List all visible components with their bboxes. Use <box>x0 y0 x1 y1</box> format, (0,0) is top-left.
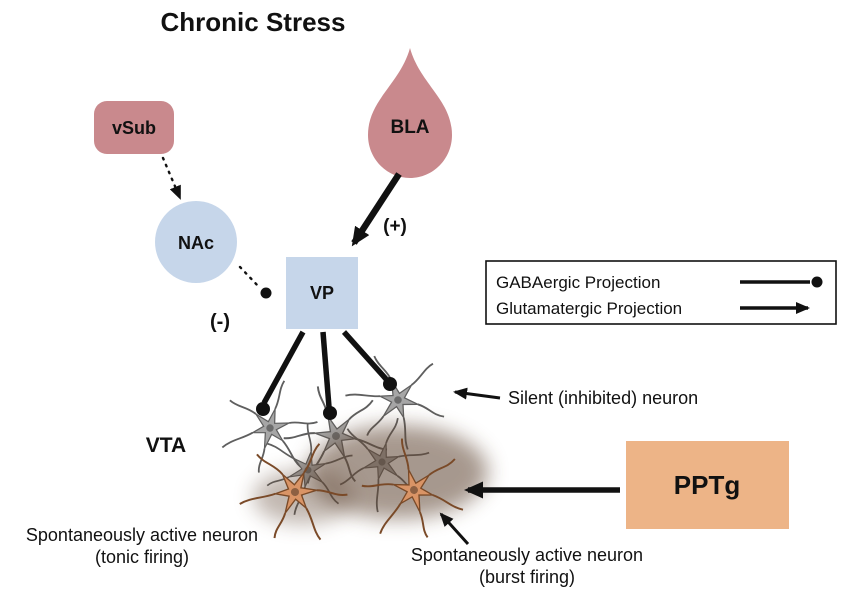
burst-annotation-line1: Spontaneously active neuron <box>411 545 643 565</box>
vp-terminal-dot-1 <box>256 402 270 416</box>
vsub-node <box>94 101 174 154</box>
pptg-node <box>626 441 789 529</box>
vp-projection-2 <box>320 331 332 408</box>
vp-node <box>286 257 358 329</box>
bla-node <box>368 48 452 178</box>
vp-projection-1 <box>261 330 306 405</box>
nac-node <box>155 201 237 283</box>
vsub-to-nac-arrow <box>161 156 182 200</box>
legend-box <box>485 260 837 325</box>
bla-label: BLA <box>390 117 429 138</box>
excitatory-sign: (+) <box>383 216 407 237</box>
bla-to-vp-arrow <box>351 172 402 247</box>
activity-shadow-large <box>308 425 488 519</box>
vsub-label: vSub <box>112 118 156 138</box>
silent-neuron-annotation: Silent (inhibited) neuron <box>508 388 698 408</box>
vp-projection-3 <box>341 330 389 381</box>
inhibitory-sign: (-) <box>210 311 230 333</box>
vp-terminal-dot-3 <box>383 377 397 391</box>
activity-shadow-small <box>253 470 353 524</box>
nac-to-vp-terminal-dot <box>260 287 272 299</box>
tonic-annotation-line1: Spontaneously active neuron <box>26 525 258 545</box>
nac-label: NAc <box>178 233 214 253</box>
legend-gaba-label: GABAergic Projection <box>496 273 660 292</box>
vp-terminal-dot-2 <box>323 406 337 420</box>
legend-glut-label: Glutamatergic Projection <box>496 299 682 318</box>
tonic-annotation-line2: (tonic firing) <box>95 547 189 567</box>
burst-neuron-pointer-arrow <box>439 512 470 546</box>
diagram-title: Chronic Stress <box>161 7 346 37</box>
burst-annotation-line2: (burst firing) <box>479 567 575 587</box>
legend-gaba-dot <box>811 276 823 288</box>
silent-neuron-pointer-arrow <box>453 387 501 400</box>
nac-to-vp-projection <box>238 265 261 289</box>
vp-label: VP <box>310 283 334 303</box>
pptg-label: PPTg <box>674 470 740 500</box>
vta-region-label: VTA <box>146 434 186 457</box>
